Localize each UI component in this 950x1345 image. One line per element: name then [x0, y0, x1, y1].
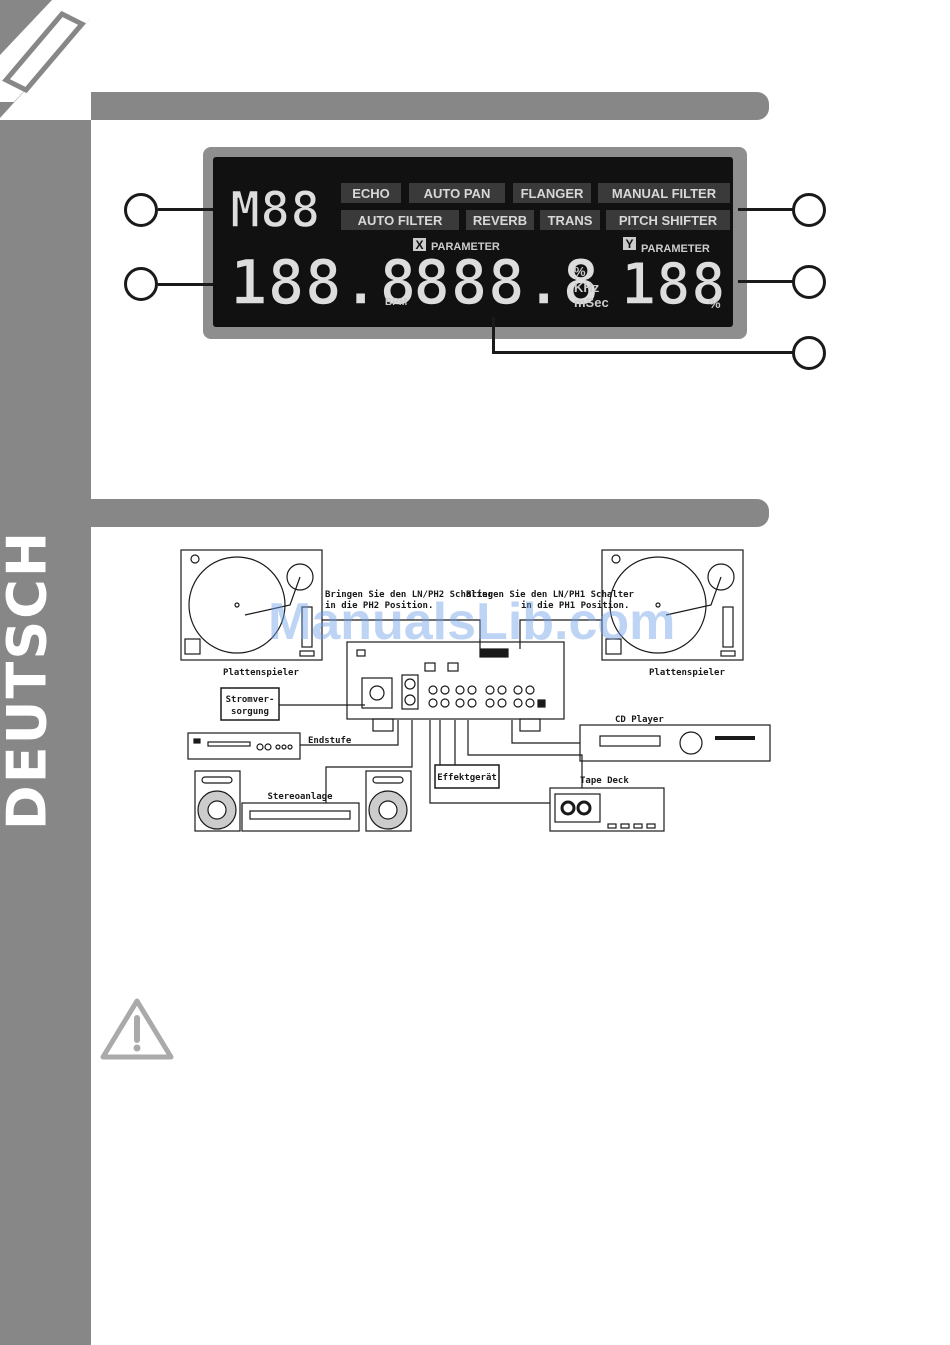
- speaker-right-icon: [365, 770, 412, 832]
- power-line2: sorgung: [231, 707, 269, 717]
- callout-3: [792, 193, 826, 227]
- lcd-screen: M88 ECHO AUTO PAN FLANGER MANUAL FILTER …: [213, 157, 733, 327]
- lcd-effects-row2: AUTO FILTER REVERB TRANS PITCH SHIFTER: [341, 210, 730, 230]
- turntable-left-label: Plattenspieler: [223, 667, 299, 678]
- x-parameter-label: PARAMETER: [431, 241, 500, 253]
- leader-line-2: [158, 283, 213, 286]
- trans-box: [540, 210, 600, 230]
- manual-filter-label: MANUAL FILTER: [612, 186, 717, 201]
- leader-line-1: [158, 208, 213, 211]
- cd-player-icon: [511, 720, 771, 762]
- flanger-label: FLANGER: [521, 186, 584, 201]
- lcd-x-digits: 888.8: [413, 246, 600, 319]
- callout-2: [124, 267, 158, 301]
- amplifier-icon: [187, 720, 399, 760]
- mixer-icon: [346, 641, 565, 732]
- power-box: [220, 687, 365, 721]
- auto-pan-label: AUTO PAN: [424, 186, 491, 201]
- reverb-label: REVERB: [473, 213, 527, 228]
- pitch-shifter-box: [606, 210, 730, 230]
- note-left-line2: in die PH2 Position.: [325, 600, 433, 611]
- watermark: ManualsLib.com: [268, 593, 676, 651]
- lcd-y-digits: 188: [621, 250, 726, 318]
- x-unit-khz: KHz: [574, 280, 600, 295]
- power-line1: Stromver-: [226, 695, 275, 705]
- x-badge: [413, 238, 426, 251]
- x-unit-msec: mSec: [574, 295, 609, 310]
- leader-line-5a: [492, 317, 495, 353]
- lcd-graphic: M88 ECHO AUTO PAN FLANGER MANUAL FILTER …: [229, 180, 730, 320]
- lcd-mode-digits: M88: [230, 181, 320, 239]
- trans-label: TRANS: [548, 213, 593, 228]
- lcd-bpm-unit: BPM: [385, 297, 407, 308]
- stereo-label: Stereoanlage: [267, 792, 333, 802]
- section-header-display: [91, 92, 769, 120]
- tape-label: Tape Deck: [580, 776, 629, 786]
- effects-box: [434, 720, 500, 789]
- x-unit-percent: %: [574, 264, 586, 279]
- auto-pan-box: [409, 183, 505, 203]
- leader-line-4: [738, 280, 793, 283]
- x-badge-text: X: [415, 238, 423, 252]
- turntable-right-icon: [601, 549, 744, 661]
- language-label: DEUTSCH: [0, 529, 59, 831]
- turntable-left-icon: [180, 549, 323, 661]
- callout-1: [124, 193, 158, 227]
- note-left-line1: Bringen Sie den LN/PH2 Schalter: [325, 589, 494, 600]
- leader-line-3: [738, 208, 793, 211]
- cd-label: CD Player: [615, 715, 664, 725]
- callout-5: [792, 336, 826, 370]
- speaker-left-icon: [194, 770, 241, 832]
- auto-filter-box: [341, 210, 459, 230]
- lcd-bpm-digits: 188.8: [230, 246, 417, 319]
- flanger-box: [513, 183, 591, 203]
- y-badge: [623, 237, 636, 250]
- pencil-icon: [0, 0, 91, 118]
- section-header-connections: [91, 499, 769, 527]
- turntable-right-label: Plattenspieler: [649, 667, 725, 678]
- amplifier-label: Endstufe: [308, 736, 352, 746]
- manual-filter-box: [598, 183, 730, 203]
- leader-line-5b: [492, 351, 793, 354]
- y-unit-percent: %: [709, 296, 721, 311]
- lcd-effects-row1: ECHO AUTO PAN FLANGER MANUAL FILTER: [341, 183, 730, 203]
- pitch-shifter-label: PITCH SHIFTER: [619, 213, 718, 228]
- tape-deck-icon: [429, 720, 665, 832]
- lcd-display: M88 ECHO AUTO PAN FLANGER MANUAL FILTER …: [203, 147, 747, 339]
- reverb-box: [466, 210, 534, 230]
- callout-4: [792, 265, 826, 299]
- sidebar: DEUTSCH: [0, 0, 91, 1345]
- connection-diagram: Plattenspieler Plattenspieler Bringen Si…: [180, 549, 771, 832]
- stereo-icon: [241, 720, 413, 832]
- warning-icon: [100, 998, 174, 1060]
- note-right-line1: Bringen Sie den LN/PH1 Schalter: [466, 589, 635, 600]
- y-parameter-label: PARAMETER: [641, 243, 710, 255]
- y-badge-text: Y: [625, 237, 633, 251]
- echo-box: [341, 183, 401, 203]
- effects-label: Effektgerät: [437, 773, 497, 783]
- echo-label: ECHO: [352, 186, 390, 201]
- note-right-line2: in die PH1 Position.: [521, 600, 629, 611]
- auto-filter-label: AUTO FILTER: [358, 213, 443, 228]
